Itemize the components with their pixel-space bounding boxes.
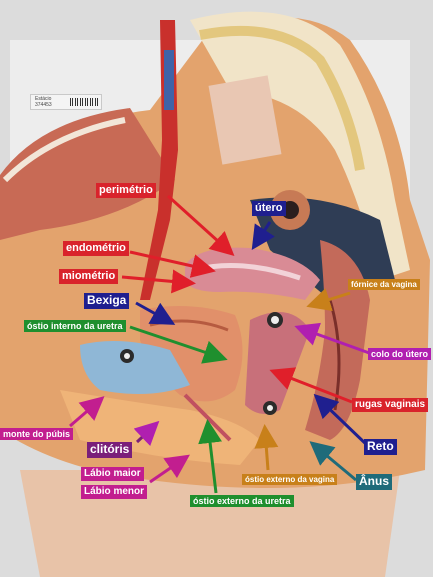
label-miometrio: miométrio — [59, 269, 119, 284]
arrow-utero — [251, 221, 275, 251]
vagina — [245, 312, 310, 414]
label-anus: Ânus — [356, 474, 392, 490]
barcode-icon — [70, 98, 98, 106]
specimen-sticker: Estácio 374453 — [30, 94, 102, 110]
arrow-reto — [313, 393, 370, 448]
label-labio-maior: Lábio maior — [81, 467, 144, 481]
arrow-clitoris — [133, 420, 160, 447]
arrow-endometrio — [129, 250, 216, 278]
arrow-fornice — [306, 288, 351, 312]
pubic-symphysis — [80, 341, 190, 394]
label-fornice: fórnice da vagina — [348, 279, 420, 291]
label-reto: Reto — [364, 439, 397, 455]
arrow-miometrio — [121, 269, 196, 294]
arrow-colo — [294, 322, 373, 356]
label-colo: colo do útero — [368, 348, 431, 361]
sacrum — [190, 11, 410, 281]
arrow-monte — [69, 396, 105, 428]
label-ostio-interno: óstio interno da uretra — [24, 320, 126, 333]
abdominal-wall — [0, 108, 175, 240]
sticker-line2: 374453 — [35, 102, 52, 108]
label-rugas: rugas vaginais — [352, 398, 429, 412]
label-endometrio: endométrio — [63, 241, 129, 256]
label-labio-menor: Lábio menor — [81, 485, 148, 499]
arrow-labio-menor — [149, 454, 190, 484]
label-bexiga: Bexiga — [84, 293, 130, 309]
arrow-ostio-externo-uretra — [198, 419, 223, 494]
arrow-ostio-interno — [129, 325, 228, 364]
arrow-rugas — [269, 367, 353, 404]
label-monte: monte do púbis — [0, 428, 73, 441]
arrow-anus — [309, 441, 357, 482]
arrow-bexiga — [135, 301, 176, 325]
label-ostio-externo-uretra: óstio externo da uretra — [190, 495, 294, 508]
label-ostio-externo-vagina: óstio externo da vagina — [242, 474, 338, 486]
sticker-line1: Estácio — [35, 96, 52, 102]
arrow-ostio-externo-vagina — [254, 424, 279, 471]
arrow-perimetrio — [166, 194, 235, 257]
label-perimetrio: perimétrio — [96, 183, 156, 198]
uterus — [185, 247, 320, 300]
label-clitoris: clitóris — [87, 442, 133, 458]
label-utero: útero — [252, 201, 286, 216]
